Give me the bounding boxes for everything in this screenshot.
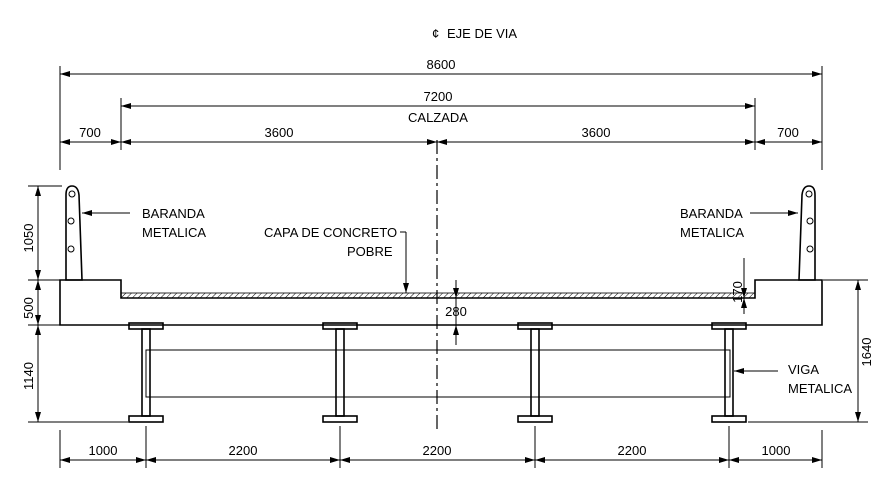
overlay-line2: POBRE — [347, 244, 393, 259]
girder-2 — [322, 322, 358, 423]
dim-bottom-5: 1000 — [762, 443, 791, 458]
pavement-thickness-dim: 170 — [730, 258, 747, 314]
dim-lane-right: 3600 — [582, 125, 611, 140]
dim-roadway: 7200 — [424, 89, 453, 104]
deck-slab — [59, 279, 823, 326]
dim-bottom-1: 1000 — [89, 443, 118, 458]
centerline-label: EJE DE VIA — [447, 26, 517, 41]
girder-line1: VIGA — [788, 362, 819, 377]
label-railing-right: BARANDA METALICA — [680, 206, 798, 240]
girder-3 — [517, 322, 553, 423]
dim-bottom-4: 2200 — [618, 443, 647, 458]
railing-left-line1: BARANDA — [142, 206, 205, 221]
dim-bottom-3: 2200 — [423, 443, 452, 458]
railing-left-line2: METALICA — [142, 225, 206, 240]
roadway-label: CALZADA — [408, 110, 468, 125]
girder-1 — [128, 322, 164, 423]
railing-right-line2: METALICA — [680, 225, 744, 240]
label-overlay: CAPA DE CONCRETO POBRE — [264, 225, 409, 293]
bottom-dimensions: 1000 2200 2200 2200 1000 — [59, 426, 823, 468]
concrete-overlay — [120, 292, 756, 299]
dim-lane-left: 3600 — [265, 125, 294, 140]
girder-4 — [711, 322, 747, 423]
dim-rail-height: 1050 — [21, 224, 36, 253]
slab-thickness-dim: 280 — [445, 280, 467, 345]
centerline-symbol: ¢ — [432, 26, 439, 41]
label-girder: VIGA METALICA — [734, 362, 852, 396]
dim-deck-depth: 500 — [21, 297, 36, 319]
dim-sidewalk-right: 700 — [777, 125, 799, 140]
diaphragm — [145, 349, 731, 398]
dim-pavement-thickness: 170 — [730, 281, 745, 303]
dim-girder-depth: 1140 — [21, 362, 36, 390]
label-railing-left: BARANDA METALICA — [82, 206, 206, 240]
right-dimensions: 1640 — [748, 279, 874, 423]
dim-slab-thickness: 280 — [445, 304, 467, 319]
railing-right-line1: BARANDA — [680, 206, 743, 221]
top-dimensions: 8600 7200 CALZADA 700 3600 3600 700 — [59, 57, 823, 170]
left-dimensions: 1050 500 1140 — [21, 185, 128, 423]
railing-right — [798, 185, 816, 281]
centerline: ¢ EJE DE VIA — [432, 26, 517, 430]
dim-bottom-2: 2200 — [229, 443, 258, 458]
dim-total-depth: 1640 — [859, 338, 874, 367]
railing-left — [65, 185, 83, 281]
dim-overall: 8600 — [427, 57, 456, 72]
girder-line2: METALICA — [788, 381, 852, 396]
overlay-line1: CAPA DE CONCRETO — [264, 225, 397, 240]
dim-sidewalk-left: 700 — [79, 125, 101, 140]
